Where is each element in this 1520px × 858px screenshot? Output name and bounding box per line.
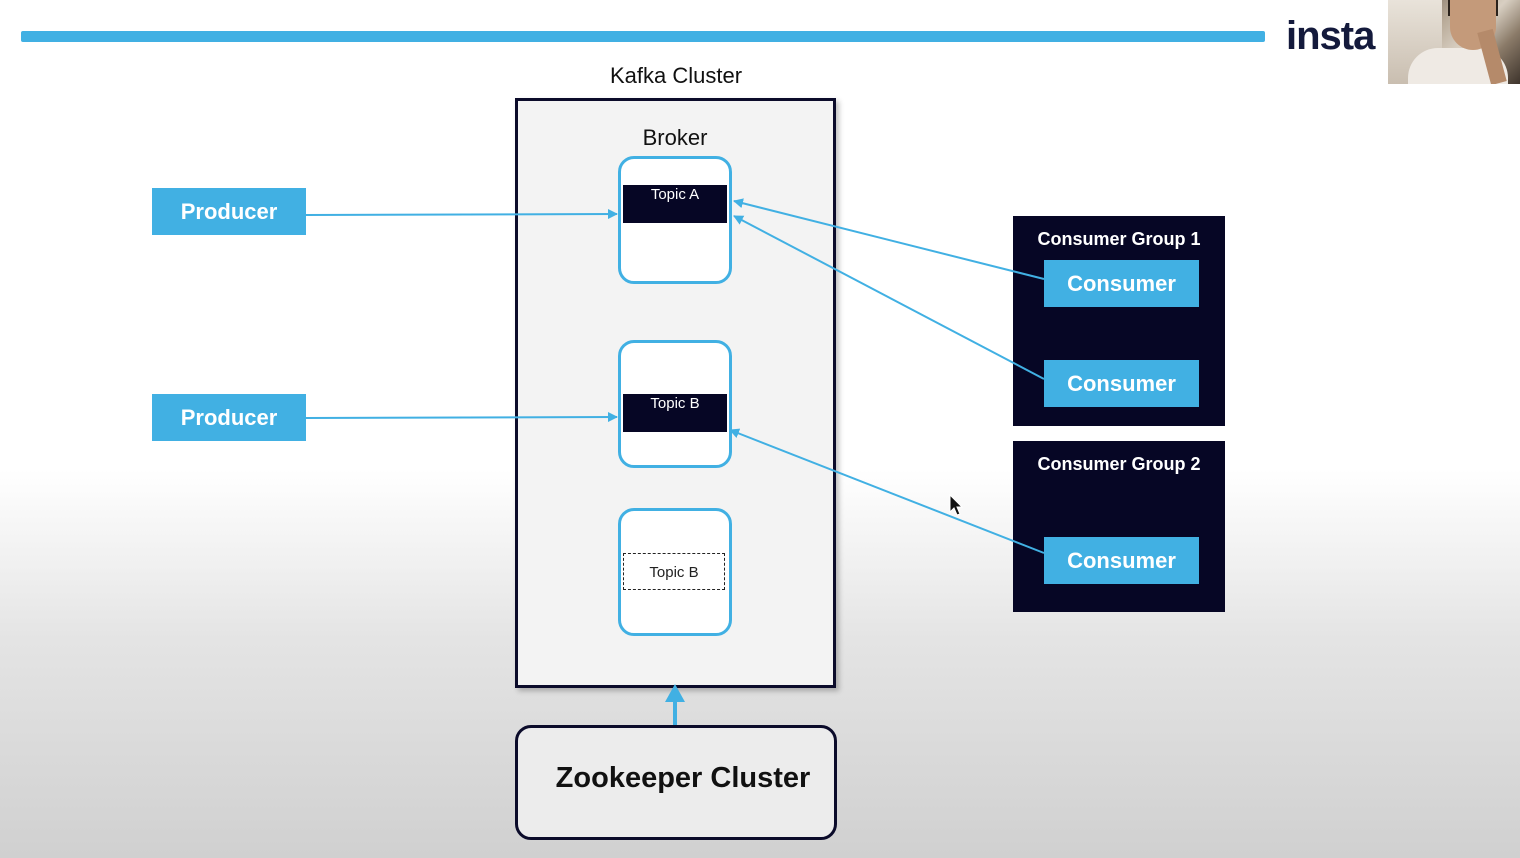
- consumer-g1-2: Consumer: [1044, 360, 1199, 407]
- brand-logo: insta: [1286, 14, 1375, 58]
- arrow-consumer-g1-2-to-topic-a: [733, 215, 1045, 380]
- arrow-producer1-to-topic-a: [305, 209, 618, 220]
- topic-b-partition: Topic B: [623, 394, 727, 432]
- zookeeper-cluster-box: [515, 725, 837, 840]
- topic-b-replica: Topic B: [623, 553, 725, 590]
- zookeeper-cluster-label: Zookeeper Cluster: [555, 762, 811, 794]
- consumer-group-2-label: Consumer Group 2: [1037, 454, 1201, 474]
- webcam-video: [1388, 0, 1520, 84]
- arrow-consumer-g2-1-to-topic-b: [729, 428, 1045, 554]
- topic-a-partition: Topic A: [623, 185, 727, 223]
- consumer-g1-1: Consumer: [1044, 260, 1199, 307]
- consumer-group-1-label: Consumer Group 1: [1037, 229, 1201, 249]
- kafka-cluster-label: Kafka Cluster: [609, 63, 743, 88]
- producer-2: Producer: [152, 394, 306, 441]
- broker-label: Broker: [642, 125, 708, 150]
- mouse-cursor-icon: [949, 493, 964, 516]
- consumer-g2-1: Consumer: [1044, 537, 1199, 584]
- producer-1: Producer: [152, 188, 306, 235]
- arrow-consumer-g1-1-to-topic-a: [733, 198, 1045, 280]
- arrow-producer2-to-topic-b: [305, 412, 618, 423]
- header-accent-bar: [21, 31, 1265, 42]
